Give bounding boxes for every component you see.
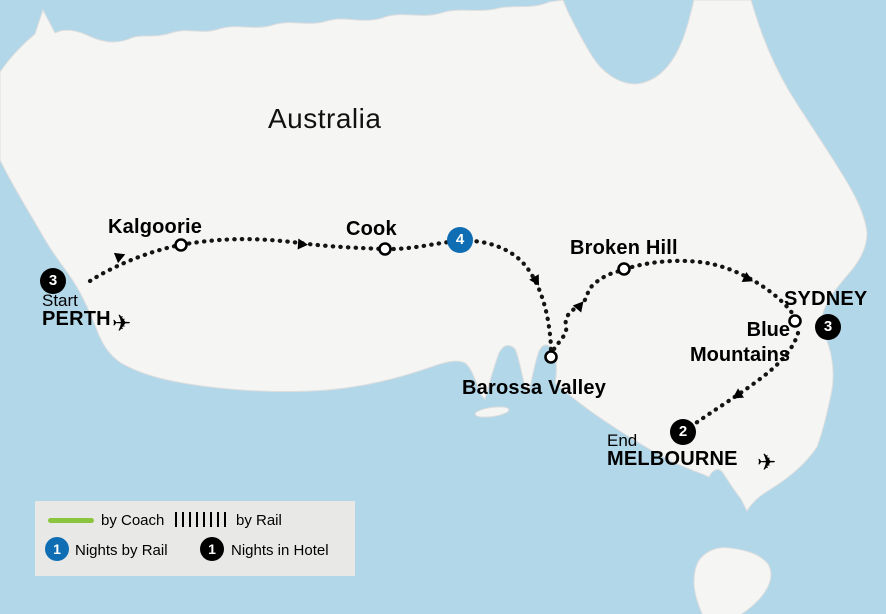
city-label-melbourne: MELBOURNE <box>607 448 738 470</box>
end-label: End <box>607 431 638 450</box>
tasmania-island <box>693 547 772 614</box>
route-sydney-melbourne <box>687 330 801 430</box>
legend-rail-label: by Rail <box>236 512 282 529</box>
rail-line-swatch <box>175 512 229 527</box>
legend-hotel-nights-badge: 1 <box>200 537 224 561</box>
waypoint-kalgoorlie <box>174 238 188 252</box>
arrow-icon <box>113 252 126 264</box>
nights-badge-perth: 3 <box>40 268 66 294</box>
nights-badge-melbourne: 2 <box>670 419 696 445</box>
waypoint-markers <box>174 238 802 364</box>
nights-badge-rail: 4 <box>447 227 473 253</box>
australia-landmass <box>0 0 868 513</box>
legend-coach-label: by Coach <box>101 512 165 529</box>
waypoint-cook <box>378 242 392 256</box>
city-label-sydney: SYDNEY <box>784 288 868 310</box>
waypoint-broken-hill <box>617 262 631 276</box>
blue-mountains-line2: Mountains <box>690 344 790 366</box>
kangaroo-island <box>474 406 510 418</box>
blue-mountains-line1: Blue <box>746 319 790 341</box>
route-brokenhill-sydney <box>629 258 797 319</box>
arrow-icon <box>529 274 539 286</box>
city-label-kalgoorlie: Kalgoorie <box>108 216 203 238</box>
map-legend: by Coach by Rail 1 Nights by Rail 1 Nigh… <box>35 501 355 576</box>
nights-badge-sydney: 3 <box>815 314 841 340</box>
start-label: Start <box>42 291 78 310</box>
city-label-barossa-valley: Barossa Valley <box>462 377 607 399</box>
waypoint-sydney <box>788 314 802 328</box>
plane-icon: ✈ <box>112 310 132 336</box>
coach-line-swatch <box>48 518 94 523</box>
plane-icon: ✈ <box>757 449 777 475</box>
route-arrows <box>113 238 754 399</box>
legend-hotel-nights-label: Nights in Hotel <box>231 542 329 559</box>
city-label-cook: Cook <box>346 218 397 240</box>
city-label-broken-hill: Broken Hill <box>570 237 678 259</box>
arrow-icon <box>572 301 584 313</box>
city-label-perth: PERTH <box>42 308 111 330</box>
legend-rail-nights-label: Nights by Rail <box>75 542 168 559</box>
city-label-blue-mountains: Blue Mountains <box>660 318 790 368</box>
arrow-icon <box>297 238 308 250</box>
waypoint-barossa-valley <box>544 350 558 364</box>
legend-rail-nights-badge: 1 <box>45 537 69 561</box>
arrow-icon <box>741 272 754 282</box>
arrow-icon <box>732 388 744 399</box>
country-title: Australia <box>268 103 382 134</box>
